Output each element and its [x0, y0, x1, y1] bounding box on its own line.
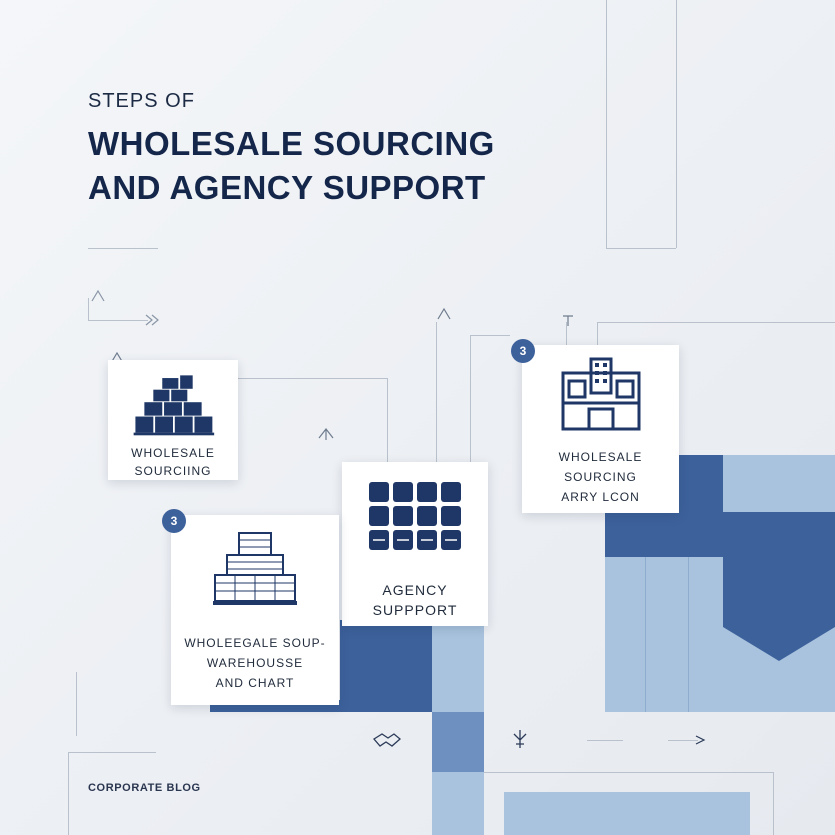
card-label: WHOLESALE SOURCING ARRY LCON: [558, 450, 643, 504]
up-arrow-icon: [318, 428, 334, 440]
card-label: AGENCY SUPPPORT: [372, 582, 458, 618]
short-line: [668, 740, 698, 741]
step-card-agency-support: AGENCY SUPPPORT: [342, 462, 488, 626]
triangle-marker-icon: [437, 308, 451, 320]
short-line: [587, 740, 623, 741]
card-label: WHOLESALE SOURCIING: [131, 446, 215, 478]
step-number-badge: 3: [511, 339, 535, 363]
stacked-boxes-icon: [133, 375, 215, 436]
step-card-warehouse: WHOLEEGALE SOUP- WAREHOUSSE AND CHART: [171, 515, 339, 705]
arrow-right-icon: [695, 735, 706, 745]
arrow-line: [88, 298, 89, 320]
frame-line: [68, 752, 69, 835]
connector-line: [387, 378, 388, 463]
frame-line: [68, 752, 156, 753]
pale-blue-block: [504, 792, 750, 835]
frame-line: [606, 248, 676, 249]
block-divider: [688, 557, 689, 712]
navy-block: [340, 620, 432, 712]
connector-line: [597, 322, 835, 323]
connector-line: [597, 322, 598, 347]
connector-line: [233, 378, 388, 379]
plant-icon: [513, 730, 527, 748]
card-label: WHOLEEGALE SOUP- WAREHOUSSE AND CHART: [184, 636, 326, 690]
building-icon: [561, 357, 640, 431]
frame-line: [676, 0, 677, 248]
page-title: WHOLESALE SOURCING AND AGENCY SUPPORT: [88, 122, 495, 210]
step-number-badge: 3: [162, 509, 186, 533]
arrow-right-icon: [145, 314, 159, 326]
warehouse-icon: [213, 532, 297, 605]
frame-line: [606, 0, 607, 248]
title-line: WHOLESALE SOURCING: [88, 125, 495, 162]
step-card-wholesale-building: WHOLESALE SOURCING ARRY LCON: [522, 345, 679, 513]
frame-line: [773, 772, 774, 835]
grid-blocks-icon: [369, 482, 461, 550]
triangle-marker-icon: [91, 290, 105, 302]
frame-line: [76, 672, 77, 736]
t-marker-icon: [563, 315, 573, 326]
divider-line: [88, 248, 158, 249]
connector-line: [566, 322, 567, 347]
connector-line: [470, 335, 471, 463]
title-line: AND AGENCY SUPPORT: [88, 169, 486, 206]
frame-line: [484, 772, 774, 773]
handshake-icon: [373, 733, 402, 747]
triangle-marker-icon: [110, 352, 124, 364]
connector-line: [436, 322, 437, 462]
pennant-shape: [723, 557, 835, 661]
blue-block: [432, 712, 484, 772]
step-card-wholesale-sourcing: WHOLESALE SOURCIING: [108, 360, 238, 480]
footer-label: CORPORATE BLOG: [88, 782, 201, 794]
blue-block: [723, 512, 835, 557]
connector-line: [470, 335, 510, 336]
subtitle: STEPS OF: [88, 90, 195, 112]
block-divider: [645, 557, 646, 712]
light-blue-block: [723, 455, 835, 512]
arrow-line: [88, 320, 148, 321]
